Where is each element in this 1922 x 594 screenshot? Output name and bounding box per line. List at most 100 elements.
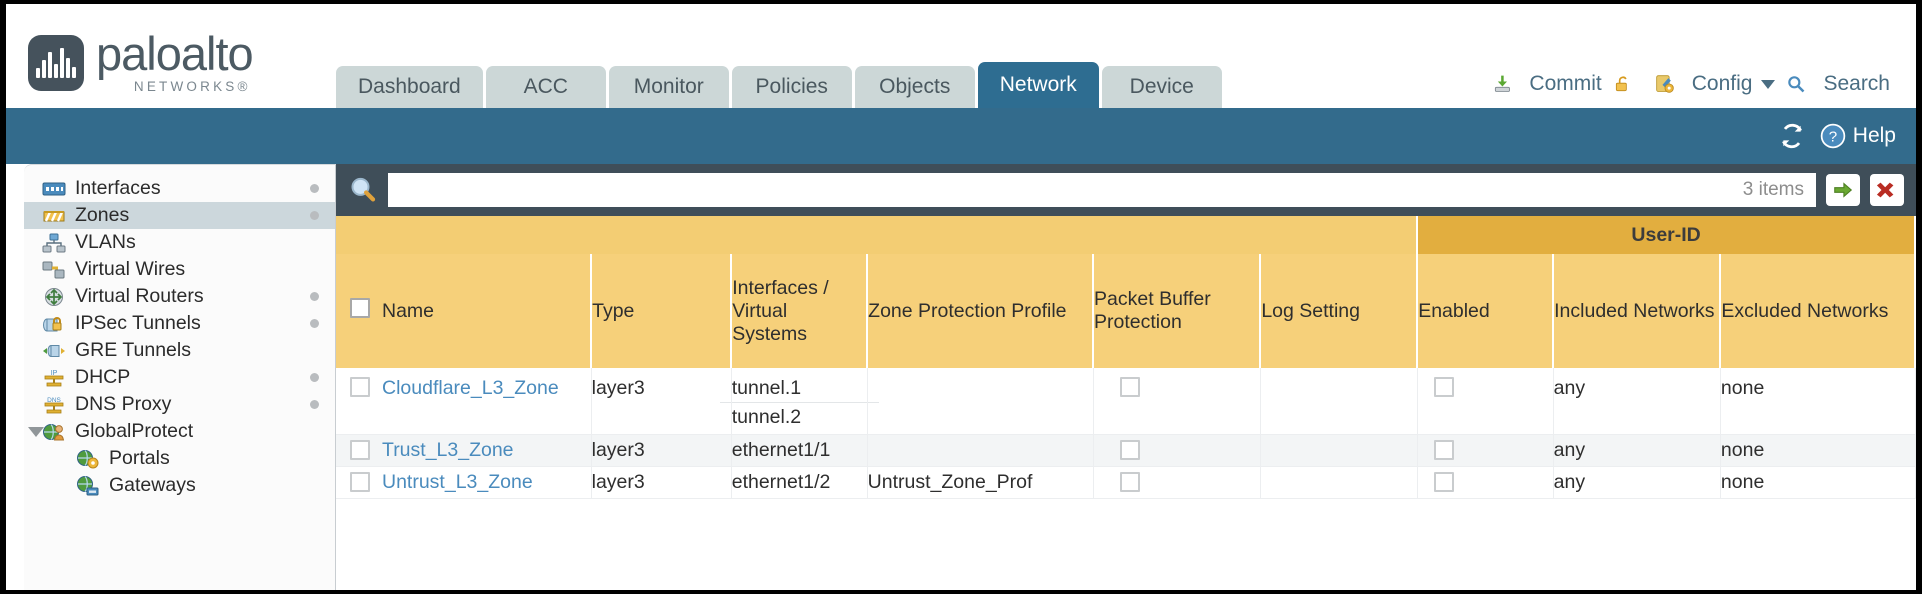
select-all-header[interactable]: [336, 254, 382, 368]
cell-user-id-enabled[interactable]: [1417, 368, 1554, 435]
tab-dashboard[interactable]: Dashboard: [336, 66, 483, 108]
tab-monitor[interactable]: Monitor: [608, 66, 729, 108]
zone-name-link[interactable]: Trust_L3_Zone: [382, 438, 514, 461]
packet-buffer-protection-checkbox[interactable]: [1119, 471, 1140, 492]
cell-included-networks: any: [1553, 368, 1721, 435]
cell-excluded-networks: none: [1720, 434, 1916, 467]
svg-text:?: ?: [1829, 128, 1837, 145]
sidebar-item-dns-proxy[interactable]: DNS DNS Proxy: [24, 391, 335, 418]
table-row[interactable]: Cloudflare_L3_Zone layer3 tunnel.1 tunne…: [336, 368, 1916, 435]
cell-user-id-enabled[interactable]: [1417, 466, 1554, 499]
sidebar-item-ipsec-tunnels[interactable]: IPSec Tunnels: [24, 310, 335, 337]
row-select-cell[interactable]: [336, 434, 382, 467]
cell-name[interactable]: Cloudflare_L3_Zone: [382, 368, 592, 435]
cell-included-networks: any: [1553, 466, 1721, 499]
column-header-excluded-networks[interactable]: Excluded Networks: [1720, 254, 1916, 368]
column-header-zone-protection-profile[interactable]: Zone Protection Profile: [867, 254, 1095, 368]
content-area: 3 items: [336, 164, 1916, 590]
zone-name-link[interactable]: Untrust_L3_Zone: [382, 470, 533, 493]
gateways-icon: [77, 475, 99, 495]
select-all-checkbox[interactable]: [350, 298, 370, 318]
sidebar-item-virtual-wires[interactable]: Virtual Wires: [24, 256, 335, 283]
tab-device[interactable]: Device: [1101, 66, 1222, 108]
tab-network[interactable]: Network: [977, 62, 1099, 108]
virtual-routers-icon: [45, 287, 63, 306]
sidebar-item-label: GRE Tunnels: [75, 339, 191, 361]
magnifier-icon[interactable]: [348, 175, 378, 205]
row-checkbox[interactable]: [350, 439, 370, 460]
virtual-wires-icon: [42, 261, 65, 278]
row-select-cell[interactable]: [336, 368, 382, 435]
sidebar-item-virtual-routers[interactable]: Virtual Routers: [24, 283, 335, 310]
chevron-down-icon[interactable]: [1761, 79, 1776, 89]
commit-button[interactable]: Commit: [1490, 72, 1602, 96]
cell-log-setting: [1260, 466, 1418, 499]
zones-table: User-ID Name Type Interfaces / Virtual S…: [336, 216, 1916, 499]
sidebar-item-label: Zones: [75, 204, 130, 226]
status-dot: [310, 184, 319, 193]
tab-policies[interactable]: Policies: [731, 66, 852, 108]
column-header-included-networks[interactable]: Included Networks: [1553, 254, 1722, 368]
top-actions: Commit Config: [1490, 72, 1916, 108]
config-wrench-icon: [1656, 75, 1674, 93]
help-label: Help: [1852, 124, 1896, 147]
dns-proxy-icon: DNS: [44, 397, 64, 413]
green-arrow-icon: [1834, 182, 1853, 198]
help-button[interactable]: ? Help: [1820, 123, 1896, 149]
padlock-icon: [1615, 76, 1627, 92]
svg-text:IP: IP: [51, 370, 58, 377]
sidebar-item-interfaces[interactable]: Interfaces: [24, 175, 335, 202]
row-checkbox[interactable]: [350, 377, 370, 397]
table-header-row: Name Type Interfaces / Virtual Systems Z…: [336, 254, 1916, 368]
row-checkbox[interactable]: [350, 471, 370, 492]
magnifier-icon: [1788, 76, 1805, 93]
search-button[interactable]: Search: [1784, 72, 1890, 96]
clear-filter-button[interactable]: [1870, 174, 1904, 206]
config-menu[interactable]: Config: [1653, 72, 1776, 96]
column-header-log-setting[interactable]: Log Setting: [1260, 254, 1419, 368]
sidebar-item-dhcp[interactable]: IP DHCP: [24, 364, 335, 391]
apply-filter-button[interactable]: [1826, 174, 1860, 206]
sidebar-item-gre-tunnels[interactable]: GRE Tunnels: [24, 337, 335, 364]
zone-name-link[interactable]: Cloudflare_L3_Zone: [382, 377, 559, 399]
cell-user-id-enabled[interactable]: [1417, 434, 1554, 467]
sidebar-item-vlans[interactable]: VLANs: [24, 229, 335, 256]
column-header-interfaces[interactable]: Interfaces / Virtual Systems: [731, 254, 869, 368]
dhcp-icon: IP: [44, 370, 64, 386]
cell-packet-buffer-protection[interactable]: [1093, 466, 1261, 499]
cell-name[interactable]: Untrust_L3_Zone: [382, 466, 592, 499]
packet-buffer-protection-checkbox[interactable]: [1119, 377, 1140, 397]
refresh-icon[interactable]: [1778, 123, 1806, 149]
sidebar-item-zones[interactable]: Zones: [24, 202, 335, 229]
brand-subtitle: NETWORKS®: [133, 79, 251, 94]
expand-toggle-icon[interactable]: [28, 426, 44, 437]
cell-packet-buffer-protection[interactable]: [1093, 434, 1261, 467]
sidebar-item-label: DHCP: [75, 366, 131, 388]
interface-entry: tunnel.1: [719, 374, 879, 403]
table-row[interactable]: Trust_L3_Zone layer3 ethernet1/1: [336, 434, 1916, 467]
sidebar-item-gateways[interactable]: Gateways: [24, 472, 335, 499]
column-header-packet-buffer-protection[interactable]: Packet Buffer Protection: [1093, 254, 1262, 368]
status-dot: [310, 292, 319, 301]
search-input[interactable]: 3 items: [388, 173, 1816, 207]
user-id-enabled-checkbox[interactable]: [1433, 377, 1454, 397]
commit-download-icon: [1495, 75, 1511, 92]
cell-zone-protection-profile: [867, 368, 1094, 435]
column-header-name[interactable]: Name: [382, 254, 593, 368]
cell-name[interactable]: Trust_L3_Zone: [382, 434, 592, 467]
table-row[interactable]: Untrust_L3_Zone layer3 ethernet1/2 Untru…: [336, 466, 1916, 499]
zones-icon: [43, 210, 65, 221]
user-id-enabled-checkbox[interactable]: [1433, 471, 1454, 492]
column-header-type[interactable]: Type: [591, 254, 733, 368]
packet-buffer-protection-checkbox[interactable]: [1119, 439, 1140, 460]
user-id-enabled-checkbox[interactable]: [1433, 439, 1454, 460]
lock-button[interactable]: [1611, 74, 1644, 94]
sidebar-item-portals[interactable]: Portals: [24, 445, 335, 472]
tab-acc[interactable]: ACC: [485, 66, 606, 108]
row-select-cell[interactable]: [336, 466, 382, 499]
column-header-enabled[interactable]: Enabled: [1417, 254, 1555, 368]
cell-packet-buffer-protection[interactable]: [1093, 368, 1261, 435]
sidebar-item-globalprotect[interactable]: GlobalProtect: [24, 418, 335, 445]
tab-objects[interactable]: Objects: [854, 66, 975, 108]
